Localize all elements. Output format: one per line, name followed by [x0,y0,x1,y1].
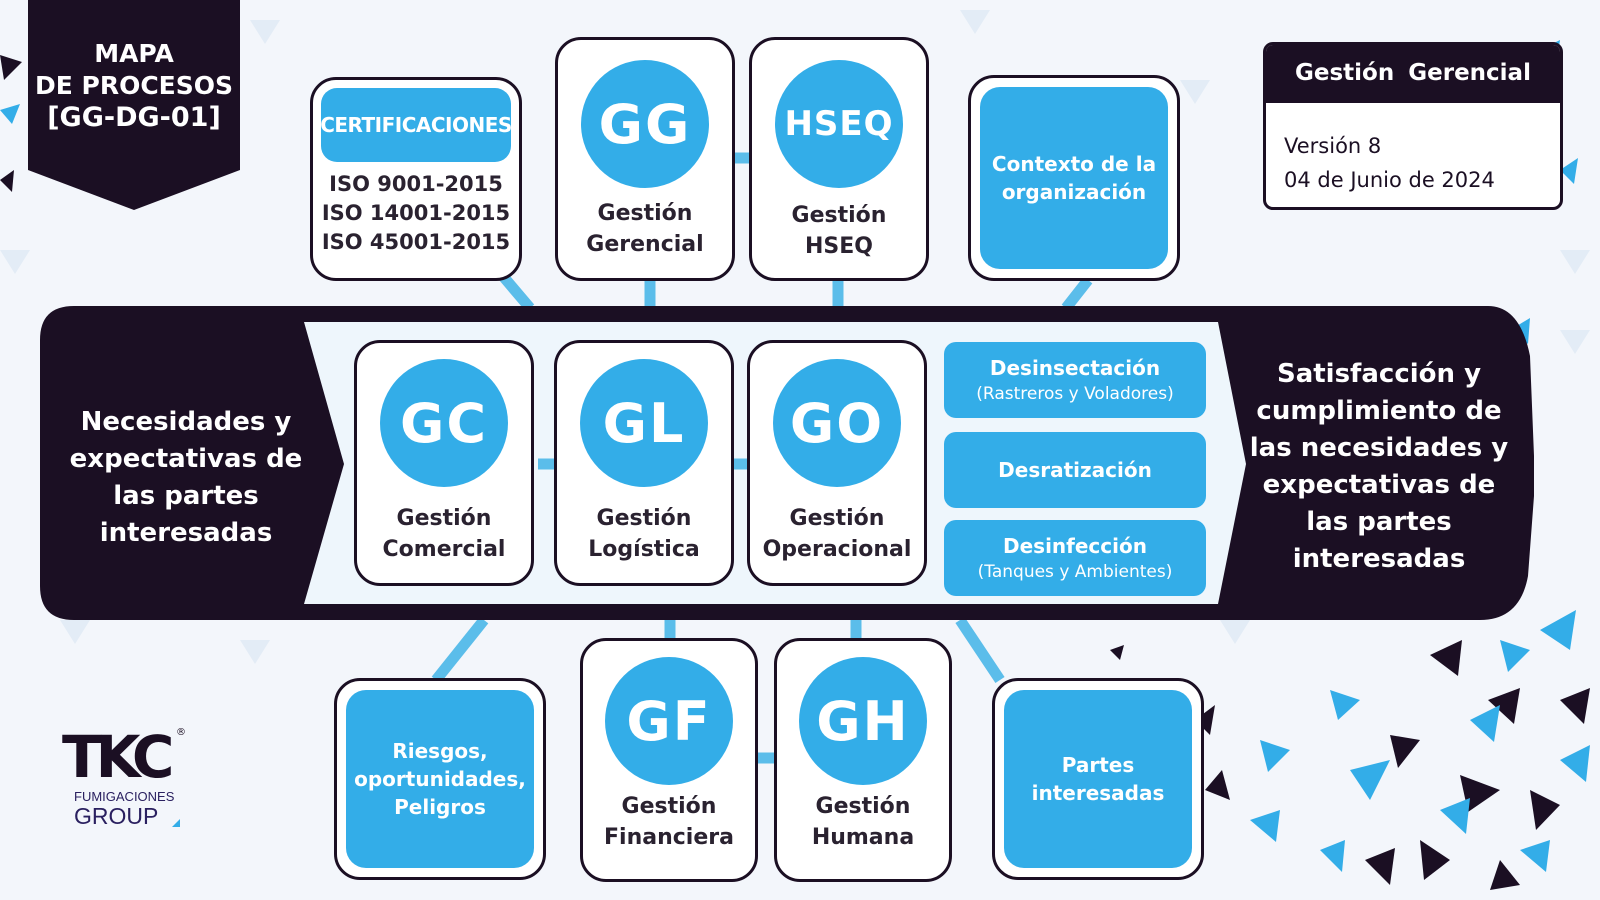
logo-mark: TKC [62,723,174,791]
process-circle-gh: GH [799,657,927,785]
logo-line-group: GROUP [74,803,159,829]
process-card-gc[interactable]: GC Gestión Comercial [354,340,534,586]
process-label-go: Gestión Operacional [762,506,912,562]
output-satisfaction-text: Satisfacción y cumplimiento de las neces… [1249,359,1509,574]
process-label-gl: Gestión Logística [588,506,700,562]
process-circle-hseq: HSEQ [775,60,903,188]
stakeholders-text: Partes interesadas [1004,690,1192,868]
logo-triangle-icon [172,819,180,827]
input-needs-text: Necesidades y expectativas de las partes… [69,407,303,548]
certifications-list: ISO 9001-2015 ISO 14001-2015 ISO 45001-2… [313,170,519,257]
version-info-box: Gestión Gerencial Versión 8 04 de Junio … [1263,42,1563,210]
process-circle-go: GO [773,359,901,487]
process-label-gf: Gestión Financiera [604,794,734,850]
process-card-hseq[interactable]: HSEQ Gestión HSEQ [749,37,929,281]
process-label-gc: Gestión Comercial [382,506,506,562]
cert-item: ISO 9001-2015 [329,172,503,196]
process-label-hseq: Gestión HSEQ [791,203,887,259]
map-title: MAPA DE PROCESOS [GG-DG-01] [34,39,234,133]
process-circle-gg: GG [581,60,709,188]
operation-desinsectacion[interactable]: Desinsectación (Rastreros y Voladores) [944,342,1206,418]
operation-desratizacion[interactable]: Desratización [944,432,1206,508]
process-label-gh: Gestión Humana [811,794,915,850]
cert-item: ISO 45001-2015 [321,230,511,254]
certifications-header: CERTIFICACIONES [320,88,512,162]
context-text: Contexto de la organización [980,87,1168,269]
logo-line-fumigaciones: FUMIGACIONES [74,789,175,804]
context-card[interactable]: Contexto de la organización [968,75,1180,281]
version-date: 04 de Junio de 2024 [1284,168,1495,192]
tkc-logo: TKC ® FUMIGACIONES GROUP [62,723,194,829]
process-label-gg: Gestión Gerencial [586,201,704,257]
process-card-gh[interactable]: GH Gestión Humana [774,638,952,882]
process-circle-gl: GL [580,359,708,487]
registered-mark: ® [176,727,186,738]
risks-text: Riesgos, oportunidades, Peligros [346,690,534,868]
map-title-banner: MAPA DE PROCESOS [GG-DG-01] [28,0,240,210]
version-number: Versión 8 [1284,134,1382,158]
stakeholders-card[interactable]: Partes interesadas [992,678,1204,880]
process-card-go[interactable]: GO Gestión Operacional [747,340,927,586]
cert-item: ISO 14001-2015 [321,201,511,225]
process-card-gg[interactable]: GG Gestión Gerencial [555,37,735,281]
certifications-card: CERTIFICACIONES ISO 9001-2015 ISO 14001-… [310,77,522,281]
operation-desinfeccion[interactable]: Desinfección (Tanques y Ambientes) [944,520,1206,596]
process-circle-gf: GF [605,657,733,785]
process-circle-gc: GC [380,359,508,487]
risks-card[interactable]: Riesgos, oportunidades, Peligros [334,678,546,880]
version-header: Gestión Gerencial [1266,45,1560,103]
banner-shape [28,0,240,210]
process-card-gf[interactable]: GF Gestión Financiera [580,638,758,882]
process-card-gl[interactable]: GL Gestión Logística [554,340,734,586]
